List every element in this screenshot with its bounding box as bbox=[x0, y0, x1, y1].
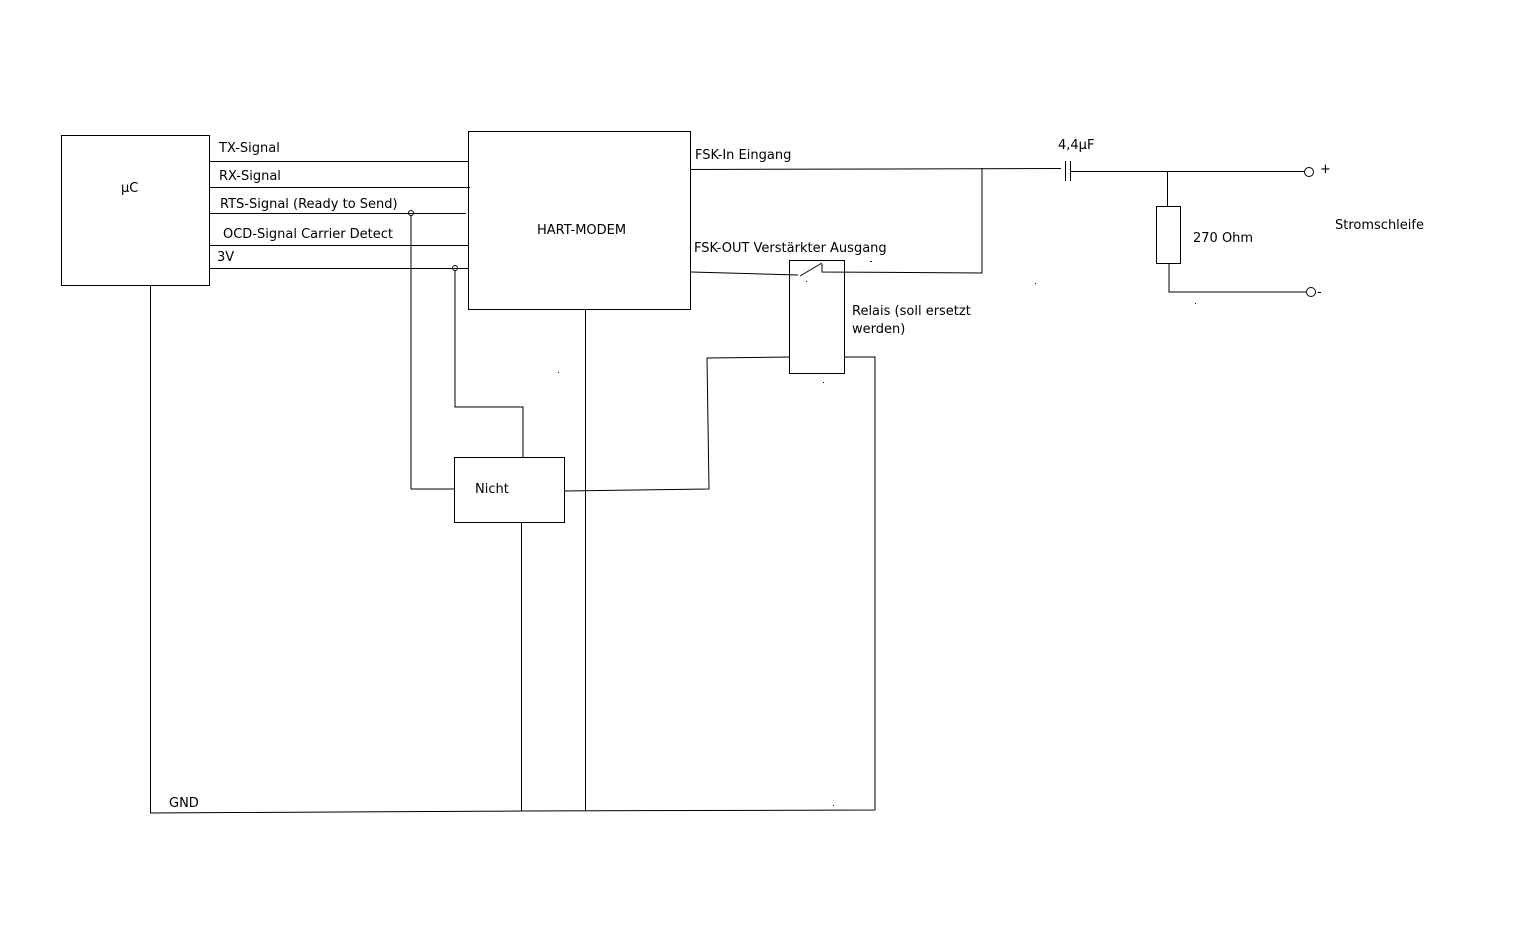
hart-modem-label: HART-MODEM bbox=[537, 223, 626, 238]
stray-mark bbox=[833, 805, 834, 806]
fsk-in-wire bbox=[690, 168, 1062, 170]
resistor-label: 270 Ohm bbox=[1193, 231, 1253, 246]
signal-wires bbox=[210, 161, 470, 269]
fsk-out-wire bbox=[690, 271, 799, 276]
current-loop-label: Stromschleife bbox=[1335, 218, 1424, 233]
ground-bus bbox=[149, 356, 876, 814]
capacitor: 4,4µF bbox=[1058, 138, 1094, 181]
stray-mark bbox=[823, 382, 824, 383]
relay-contact-return-wire bbox=[821, 168, 983, 274]
resistor bbox=[1156, 206, 1181, 264]
ocd-signal-label: OCD-Signal Carrier Detect bbox=[223, 227, 393, 242]
microcontroller-label: µC bbox=[121, 181, 138, 196]
relay-block: Relais (soll ersetzt werden) bbox=[789, 260, 971, 374]
stray-mark bbox=[1035, 283, 1036, 284]
ground-label: GND bbox=[169, 796, 199, 811]
nicht-output-wire bbox=[564, 356, 791, 492]
stray-mark bbox=[1195, 303, 1196, 304]
fsk-out-label: FSK-OUT Verstärkter Ausgang bbox=[694, 241, 887, 256]
plus-terminal bbox=[1304, 167, 1314, 177]
rts-signal-label: RTS-Signal (Ready to Send) bbox=[220, 197, 398, 212]
relay-label-line1: Relais (soll ersetzt bbox=[852, 304, 971, 319]
capacitor-label: 4,4µF bbox=[1058, 138, 1094, 153]
v3-label: 3V bbox=[217, 250, 234, 265]
nicht-gate-label: Nicht bbox=[475, 482, 509, 497]
minus-terminal-label: - bbox=[1317, 285, 1322, 300]
rts-to-nicht-wire bbox=[410, 215, 455, 490]
stray-mark bbox=[806, 281, 807, 282]
stray-mark bbox=[870, 261, 872, 262]
rx-signal-label: RX-Signal bbox=[219, 169, 281, 184]
relay-label-line2: werden) bbox=[852, 322, 905, 337]
fsk-in-label: FSK-In Eingang bbox=[695, 148, 791, 163]
microcontroller-block: µC bbox=[61, 135, 210, 286]
hart-modem-block: HART-MODEM bbox=[468, 131, 691, 310]
plus-terminal-label: + bbox=[1320, 162, 1331, 177]
loop-minus-wire bbox=[1168, 264, 1306, 293]
stray-mark bbox=[558, 372, 559, 373]
tx-signal-label: TX-Signal bbox=[218, 141, 280, 156]
relay-contact-switch bbox=[799, 262, 823, 277]
nicht-gate-block: Nicht bbox=[454, 457, 565, 523]
minus-terminal bbox=[1306, 287, 1316, 297]
v3-to-nicht-wire bbox=[454, 270, 524, 457]
